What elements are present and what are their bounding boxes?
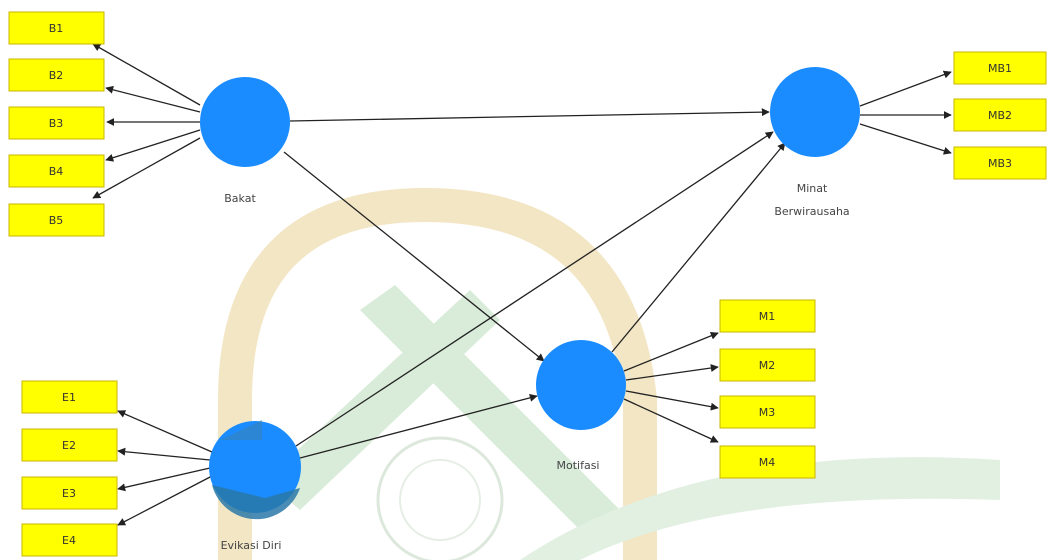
- watermark-globe: [376, 436, 504, 560]
- latent-circle-minat[interactable]: [770, 67, 860, 157]
- construct-label-minat-line1: Minat: [797, 182, 828, 195]
- arrow-evikasi-minat: [295, 131, 774, 447]
- indicator-b5[interactable]: B5: [8, 203, 105, 237]
- watermark-globe-inner: [399, 459, 481, 541]
- indicator-b4[interactable]: B4: [8, 154, 105, 188]
- watermark-green-band-right: [265, 290, 500, 510]
- latent-circle-bakat[interactable]: [200, 77, 290, 167]
- arrow-evikasi-e1: [117, 410, 213, 453]
- construct-motifasi[interactable]: Motifasi: [536, 340, 626, 472]
- indicator-b2[interactable]: B2: [8, 58, 105, 92]
- construct-minat-berwirausaha[interactable]: Minat Berwirausaha: [770, 67, 860, 218]
- indicator-label-e4: E4: [62, 534, 76, 547]
- indicator-label-b1: B1: [49, 22, 64, 35]
- indicator-label-b5: B5: [49, 214, 64, 227]
- arrow-motifasi-m3: [625, 390, 719, 411]
- arrow-bakat-motifasi: [283, 151, 545, 362]
- watermark-green-swoosh: [520, 457, 1000, 560]
- indicator-m4[interactable]: M4: [719, 445, 816, 479]
- indicator-label-mb2: MB2: [988, 109, 1012, 122]
- indicator-label-m1: M1: [759, 310, 776, 323]
- construct-bakat[interactable]: Bakat: [200, 77, 290, 205]
- indicator-label-b3: B3: [49, 117, 64, 130]
- arrow-evikasi-motifasi: [299, 393, 538, 459]
- watermark-arc: [218, 187, 657, 560]
- indicator-label-b2: B2: [49, 69, 64, 82]
- indicator-e3[interactable]: E3: [21, 476, 118, 510]
- construct-label-motifasi: Motifasi: [557, 459, 600, 472]
- construct-label-minat-line2: Berwirausaha: [774, 205, 849, 218]
- arrow-motifasi-minat: [611, 142, 786, 353]
- indicator-e4[interactable]: E4: [21, 523, 118, 557]
- indicator-label-e3: E3: [62, 487, 76, 500]
- indicator-m3[interactable]: M3: [719, 395, 816, 429]
- indicator-label-e1: E1: [62, 391, 76, 404]
- watermark-overlay-on-evikasi: [212, 485, 300, 520]
- indicator-m1[interactable]: M1: [719, 299, 816, 333]
- indicator-label-mb1: MB1: [988, 62, 1012, 75]
- arrow-minat-mb1: [859, 70, 952, 107]
- indicator-mb1[interactable]: MB1: [953, 51, 1047, 85]
- indicator-label-b4: B4: [49, 165, 64, 178]
- indicator-mb3[interactable]: MB3: [953, 146, 1047, 180]
- arrows-layer: [92, 43, 952, 526]
- indicator-e2[interactable]: E2: [21, 428, 118, 462]
- indicator-label-mb3: MB3: [988, 157, 1012, 170]
- indicator-label-e2: E2: [62, 439, 76, 452]
- background-watermark: [218, 187, 1000, 560]
- watermark-overlay-top-evikasi: [220, 420, 262, 440]
- arrow-bakat-b2: [105, 85, 201, 113]
- construct-evikasi-diri[interactable]: Evikasi Diri: [209, 420, 301, 552]
- arrow-evikasi-e2: [117, 447, 211, 461]
- arrow-motifasi-m4: [623, 398, 719, 443]
- indicator-label-m2: M2: [759, 359, 776, 372]
- arrow-bakat-b5: [92, 137, 201, 199]
- indicator-b1[interactable]: B1: [8, 11, 105, 45]
- indicator-label-m4: M4: [759, 456, 776, 469]
- latent-circle-motifasi[interactable]: [536, 340, 626, 430]
- arrow-motifasi-m1: [623, 331, 719, 372]
- indicator-label-m3: M3: [759, 406, 776, 419]
- arrow-minat-mb3: [859, 123, 952, 155]
- arrow-bakat-minat: [289, 108, 770, 122]
- arrow-evikasi-e3: [117, 467, 211, 492]
- construct-label-bakat: Bakat: [224, 192, 256, 205]
- indicator-e1[interactable]: E1: [21, 380, 118, 414]
- arrow-motifasi-m2: [625, 364, 719, 381]
- indicator-m2[interactable]: M2: [719, 348, 816, 382]
- arrow-evikasi-e4: [117, 475, 213, 526]
- arrow-bakat-b1: [92, 43, 201, 106]
- arrow-bakat-b4: [105, 129, 201, 162]
- indicator-mb2[interactable]: MB2: [953, 98, 1047, 132]
- construct-label-evikasi: Evikasi Diri: [221, 539, 282, 552]
- indicator-b3[interactable]: B3: [8, 106, 105, 140]
